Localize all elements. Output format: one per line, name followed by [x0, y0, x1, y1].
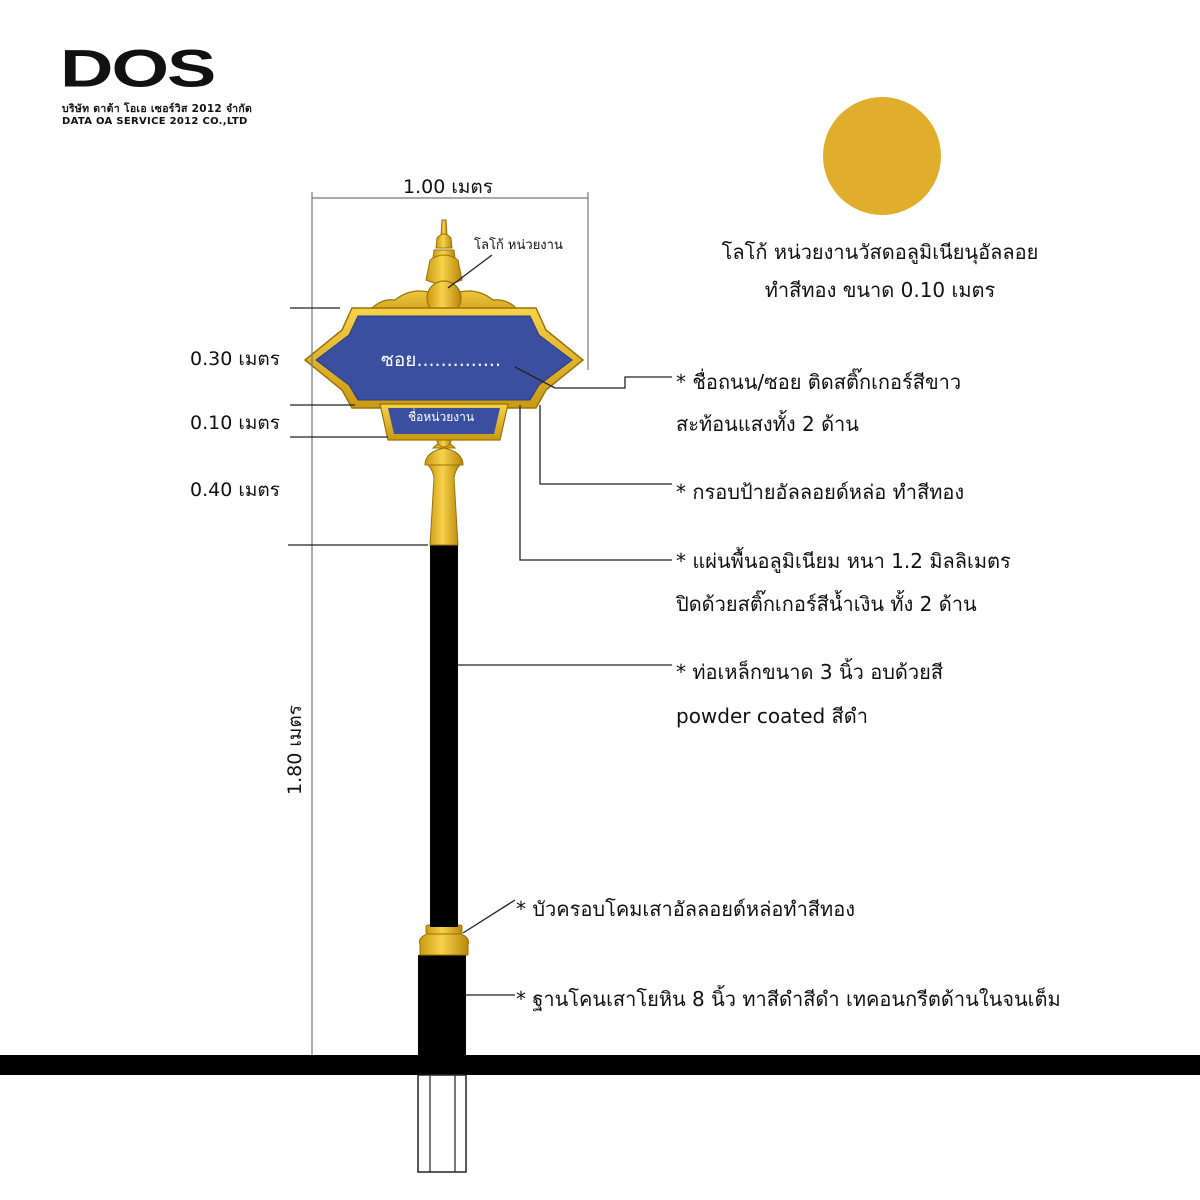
height-ticks	[288, 307, 428, 546]
main-pole	[430, 545, 458, 927]
dimension-width: 1.00 เมตร	[403, 176, 493, 198]
gold-neck	[426, 464, 462, 546]
callout-base: * ฐานโคนเสาโยหิน 8 นิ้ว ทาสีดำสีดำ เทคอน…	[516, 987, 1061, 1011]
sub-sign-panel	[388, 408, 500, 434]
sign-sub-text: ชื่อหน่วยงาน	[408, 410, 475, 424]
leader-lines	[447, 254, 672, 996]
logo-label: โลโก้ หน่วยงาน	[474, 238, 563, 253]
logo-note-line2: ทำสีทอง ขนาด 0.10 เมตร	[764, 278, 996, 302]
base-pole	[418, 955, 466, 1055]
dimension-pole-height: 1.80 เมตร	[284, 705, 306, 795]
company-name-en: DATA OA SERVICE 2012 CO.,LTD	[62, 116, 248, 127]
logo-note-line1: โลโก้ หน่วยงานวัสดอลูมิเนียนุอัลลอย	[721, 240, 1039, 264]
callout-pole-2: powder coated สีดำ	[676, 704, 868, 728]
callout-panel: * แผ่นพื้นอลูมิเนียม หนา 1.2 มิลลิเมตร	[676, 549, 1011, 573]
dimension-sub-height: 0.10 เมตร	[190, 412, 280, 434]
gold-logo-sample	[823, 97, 941, 215]
callout-frame: * กรอบป้ายอัลลอยด์หล่อ ทำสีทอง	[676, 480, 965, 504]
buried-base	[417, 1074, 467, 1173]
callout-street-name: * ชื่อถนน/ซอย ติดสติ๊กเกอร์สีขาว	[676, 370, 962, 394]
company-logo: DOS	[60, 38, 216, 99]
sign-panel	[315, 315, 573, 401]
ground-line	[0, 1055, 1200, 1075]
callout-panel-2: ปิดด้วยสติ๊กเกอร์สีน้ำเงิน ทั้ง 2 ด้าน	[676, 592, 977, 616]
finial	[425, 219, 463, 285]
callout-collar: * บัวครอบโคมเสาอัลลอยด์หล่อทำสีทอง	[516, 897, 855, 921]
dimension-sign-height: 0.30 เมตร	[190, 348, 280, 370]
sign-main-text: ซอย..............	[381, 349, 501, 371]
dimension-neck-height: 0.40 เมตร	[190, 479, 280, 501]
callout-street-name-2: สะท้อนแสงทั้ง 2 ด้าน	[676, 412, 859, 436]
pole-collar	[418, 931, 470, 956]
width-dimension	[311, 192, 589, 1055]
callout-pole: * ท่อเหล็กขนาด 3 นิ้ว อบด้วยสี	[676, 660, 944, 684]
company-name-th: บริษัท ดาต้า โอเอ เซอร์วิส 2012 จำกัด	[62, 103, 253, 115]
